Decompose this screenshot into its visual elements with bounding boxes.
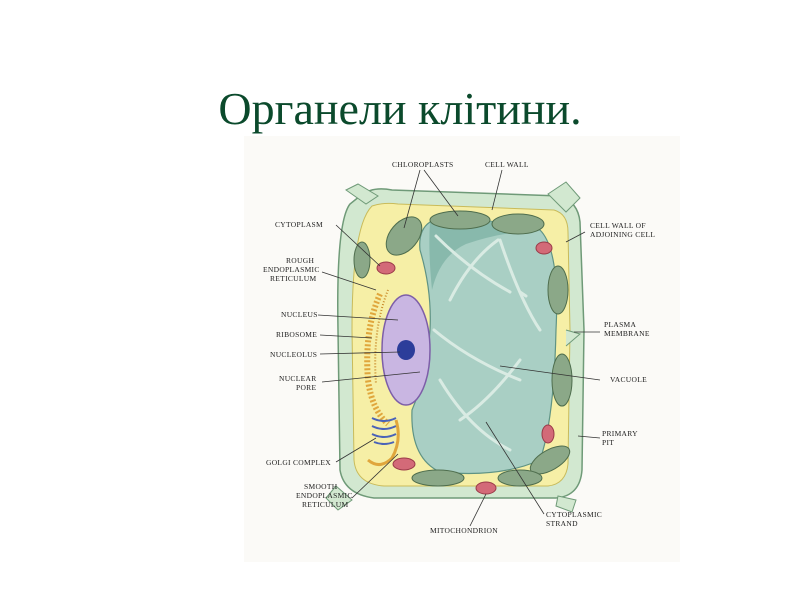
label-nuclear-pore-2: PORE <box>296 383 316 392</box>
label-nucleus: NUCLEUS <box>281 310 318 319</box>
label-cytoplasmic-strand-1: CYTOPLASMIC <box>546 510 602 519</box>
label-cytoplasmic-strand-2: STRAND <box>546 519 578 528</box>
label-golgi-complex: GOLGI COMPLEX <box>266 458 331 467</box>
label-rough-er-3: RETICULUM <box>270 274 316 283</box>
label-nuclear-pore-1: NUCLEAR <box>279 374 317 383</box>
slide-title: Органели клітини. <box>0 82 800 135</box>
nucleolus <box>397 340 415 360</box>
label-smooth-er-2: ENDOPLASMIC <box>296 491 353 500</box>
label-chloroplasts: CHLOROPLASTS <box>392 160 454 169</box>
plant-cell-svg: CHLOROPLASTS CELL WALL CYTOPLASM CELL WA… <box>244 136 680 562</box>
label-nucleolus: NUCLEOLUS <box>270 350 317 359</box>
label-cell-wall-adjoining-2: ADJOINING CELL <box>590 230 655 239</box>
label-plasma-membrane-1: PLASMA <box>604 320 637 329</box>
label-smooth-er-1: SMOOTH <box>304 482 338 491</box>
label-rough-er-1: ROUGH <box>286 256 314 265</box>
label-ribosome: RIBOSOME <box>276 330 317 339</box>
label-rough-er-2: ENDOPLASMIC <box>263 265 320 274</box>
label-mitochondrion: MITOCHONDRION <box>430 526 498 535</box>
label-primary-pit-1: PRIMARY <box>602 429 638 438</box>
label-primary-pit-2: PIT <box>602 438 614 447</box>
label-cytoplasm: CYTOPLASM <box>275 220 323 229</box>
label-cell-wall: CELL WALL <box>485 160 529 169</box>
label-cell-wall-adjoining-1: CELL WALL OF <box>590 221 646 230</box>
label-plasma-membrane-2: MEMBRANE <box>604 329 650 338</box>
plant-cell-diagram: CHLOROPLASTS CELL WALL CYTOPLASM CELL WA… <box>244 136 680 562</box>
label-smooth-er-3: RETICULUM <box>302 500 348 509</box>
label-vacuole: VACUOLE <box>610 375 647 384</box>
